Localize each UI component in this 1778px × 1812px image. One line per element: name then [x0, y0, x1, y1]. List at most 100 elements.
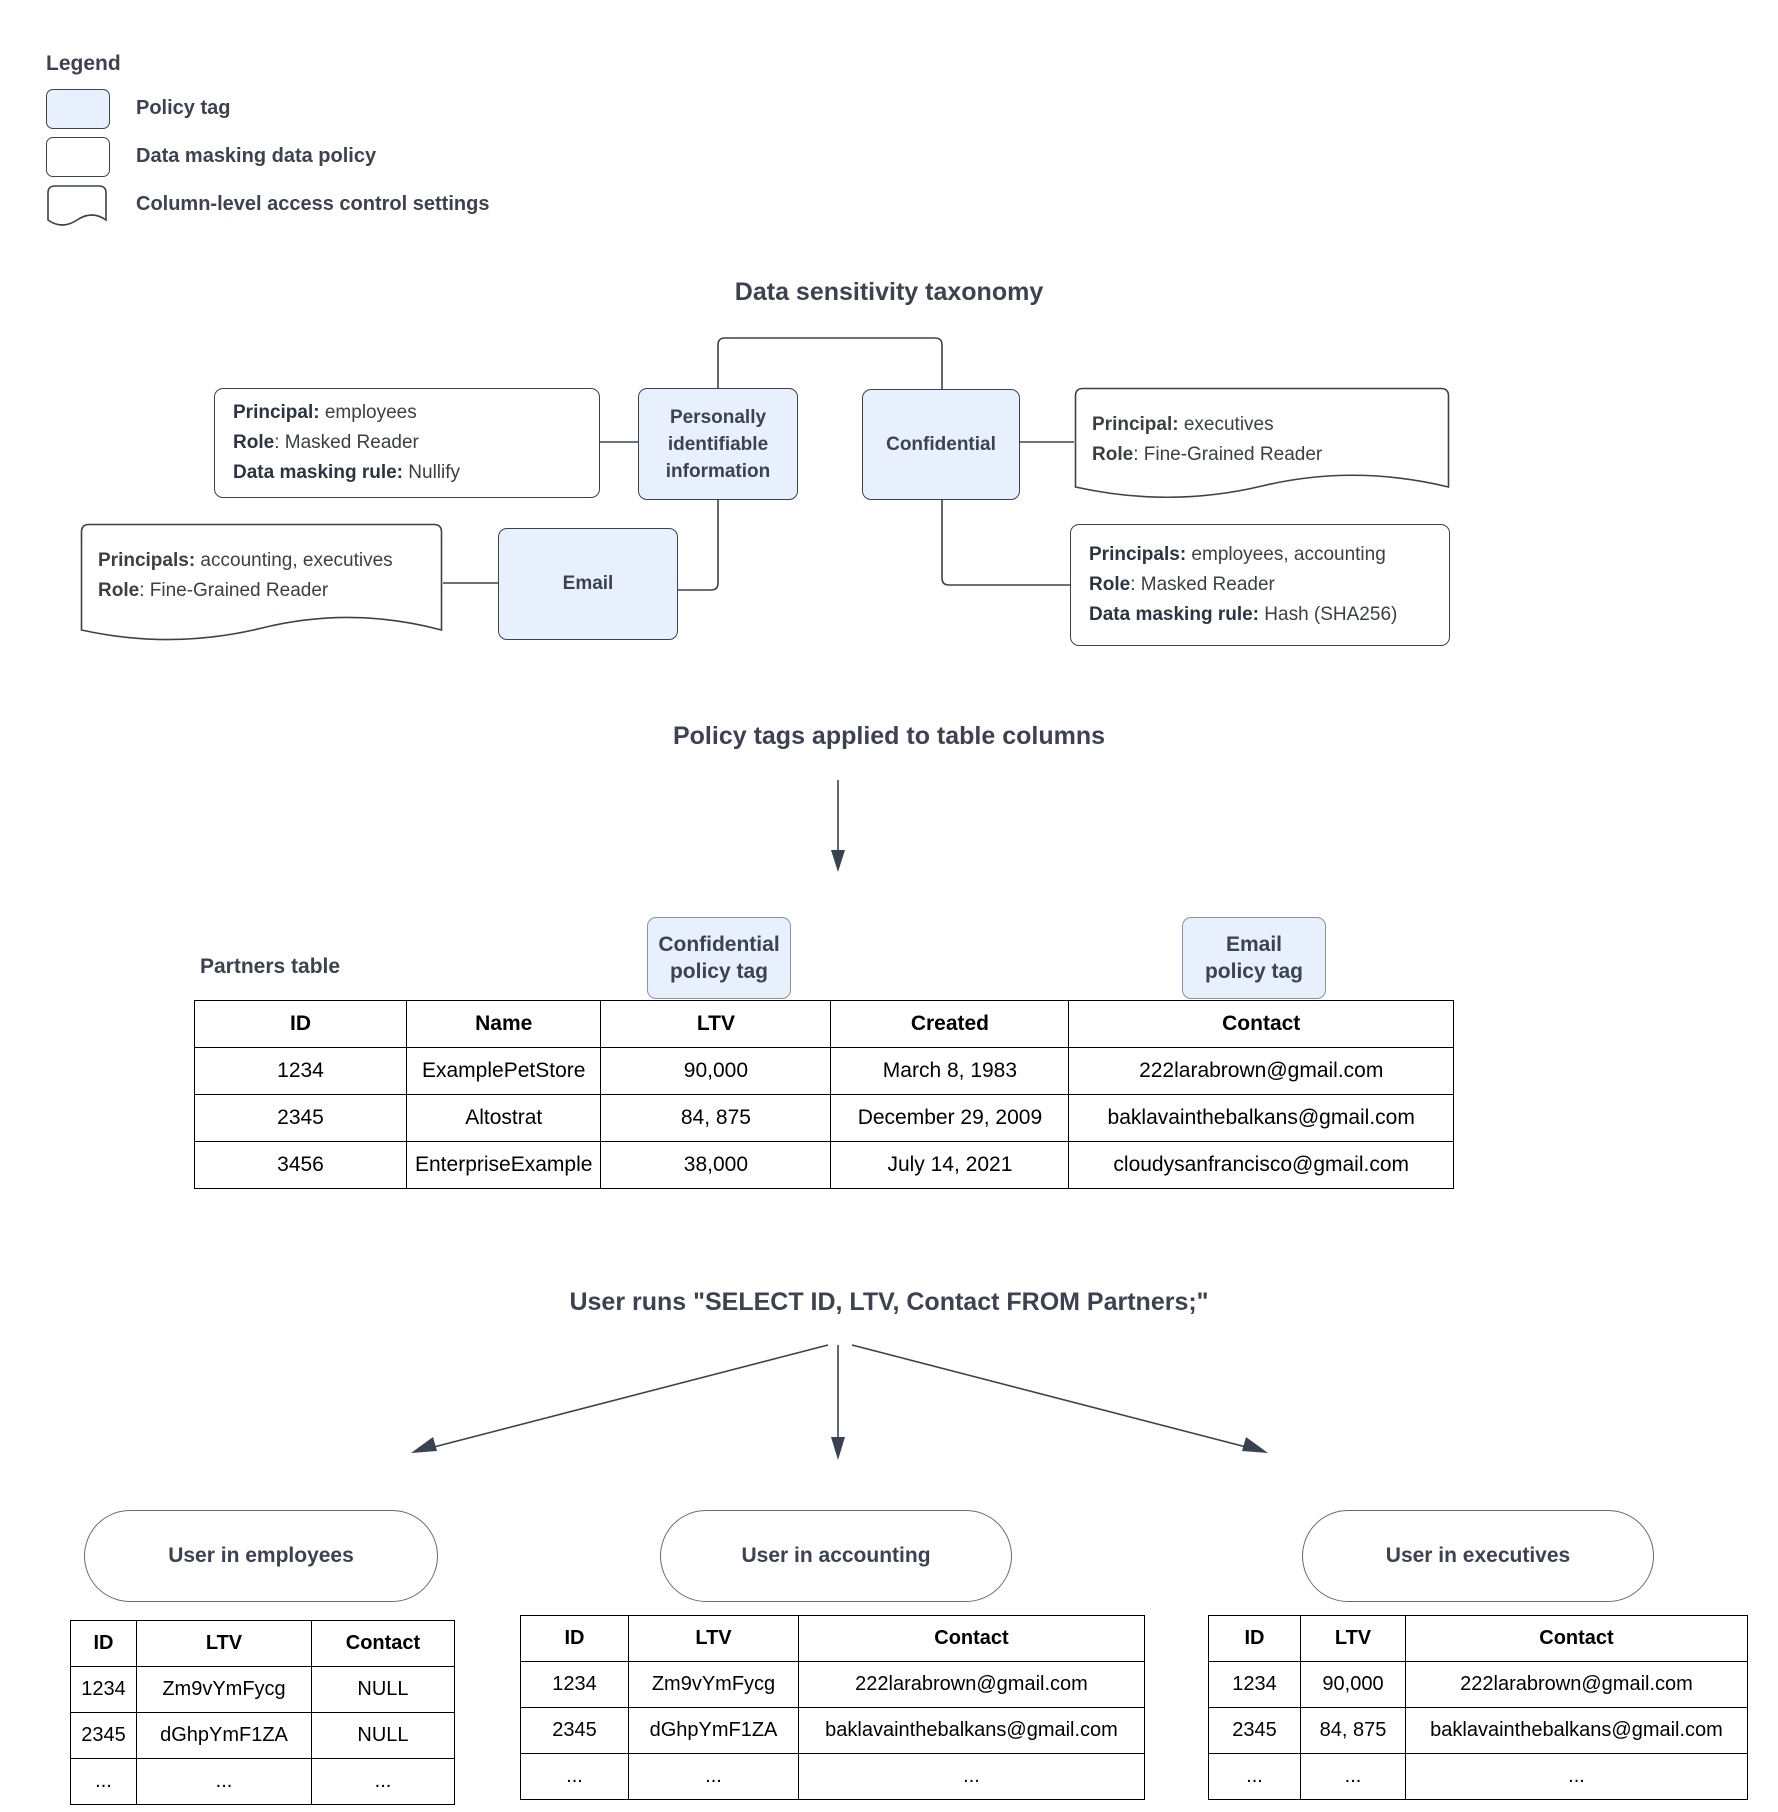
table-row: ... ... ... — [520, 1753, 1145, 1800]
arrowhead-left — [411, 1437, 437, 1453]
conf-role-value: : Fine-Grained Reader — [1133, 444, 1323, 465]
cell: 222larabrown@gmail.com — [1068, 1047, 1454, 1095]
col-header: LTV — [600, 1000, 832, 1048]
cell: dGhpYmF1ZA — [136, 1712, 312, 1759]
cell: EnterpriseExample — [405, 1141, 602, 1189]
email-principals-value: accounting, executives — [195, 550, 393, 571]
table-row: 1234 90,000 222larabrown@gmail.com — [1208, 1661, 1748, 1708]
data-masking-swatch — [46, 137, 110, 177]
confm-principals-value: employees, accounting — [1186, 544, 1386, 565]
col-header: ID — [520, 1615, 629, 1662]
policy-tag-email[interactable]: Email — [498, 528, 678, 640]
table-header-row: ID LTV Contact — [70, 1620, 455, 1667]
cell: 1234 — [1208, 1661, 1301, 1708]
table-row: 1234 Zm9vYmFycg 222larabrown@gmail.com — [520, 1661, 1145, 1708]
chip-email-policy-tag[interactable]: Email policy tag — [1182, 917, 1326, 999]
policy-tag-email-label: Email — [562, 573, 614, 594]
table-header-row: ID LTV Contact — [1208, 1615, 1748, 1662]
cell: 1234 — [520, 1661, 629, 1708]
confidential-data-masking-policy: Principals: employees, accounting Role: … — [1070, 524, 1450, 646]
cell: March 8, 1983 — [830, 1047, 1070, 1095]
legend-title: Legend — [46, 52, 121, 75]
confidential-access-text: Principal: executives Role: Fine-Grained… — [1074, 386, 1450, 470]
role-node-accounting: User in accounting — [660, 1510, 1012, 1602]
cell: 3456 — [194, 1141, 407, 1189]
cell: ... — [520, 1753, 629, 1800]
cell: ... — [628, 1753, 799, 1800]
cell: 90,000 — [600, 1047, 832, 1095]
role-node-executives: User in executives — [1302, 1510, 1654, 1602]
arrowhead-right — [1242, 1437, 1268, 1453]
chip-confidential-policy-tag[interactable]: Confidential policy tag — [647, 917, 791, 999]
role-label: User in accounting — [741, 1544, 931, 1567]
applied-title: Policy tags applied to table columns — [672, 722, 1106, 750]
col-header: Contact — [1405, 1615, 1748, 1662]
conf-principal-value: executives — [1178, 414, 1274, 435]
cell: 84, 875 — [600, 1094, 832, 1142]
cell: 90,000 — [1300, 1661, 1406, 1708]
table-row: ... ... ... — [1208, 1753, 1748, 1800]
email-role-value: : Fine-Grained Reader — [139, 580, 329, 601]
role-node-employees: User in employees — [84, 1510, 438, 1602]
table-row: 1234 Zm9vYmFycg NULL — [70, 1666, 455, 1713]
confidential-column-access-policy: Principal: executives Role: Fine-Grained… — [1074, 386, 1450, 502]
col-header: Contact — [798, 1615, 1145, 1662]
pii-role-value: : Masked Reader — [274, 432, 419, 453]
confm-rule-label: Data masking rule: — [1089, 604, 1259, 625]
chip-line1: Confidential — [658, 933, 780, 956]
cell: December 29, 2009 — [830, 1094, 1070, 1142]
email-principals-label: Principals: — [98, 550, 196, 571]
cell: ... — [798, 1753, 1145, 1800]
cell: Altostrat — [405, 1094, 602, 1142]
policy-tag-pii[interactable]: Personally identifiable information — [638, 388, 798, 500]
table-header-row: ID LTV Contact — [520, 1615, 1145, 1662]
col-header: ID — [1208, 1615, 1301, 1662]
table-row: 3456 EnterpriseExample 38,000 July 14, 2… — [194, 1141, 1454, 1189]
arrowhead-center — [831, 1437, 845, 1460]
cell: ... — [1300, 1753, 1406, 1800]
cell: 38,000 — [600, 1141, 832, 1189]
pii-rule-value: Nullify — [403, 462, 461, 483]
arrowhead-down-applied — [831, 850, 845, 872]
table-row: 1234 ExamplePetStore 90,000 March 8, 198… — [194, 1047, 1454, 1095]
cell: cloudysanfrancisco@gmail.com — [1068, 1141, 1454, 1189]
cell: 2345 — [1208, 1707, 1301, 1754]
table-row: 2345 Altostrat 84, 875 December 29, 2009… — [194, 1094, 1454, 1142]
table-header-row: ID Name LTV Created Contact — [194, 1000, 1454, 1048]
col-header: LTV — [136, 1620, 312, 1667]
conf-principal-label: Principal: — [1092, 414, 1179, 435]
cell: ... — [1208, 1753, 1301, 1800]
cell: 2345 — [520, 1707, 629, 1754]
confm-principals-label: Principals: — [1089, 544, 1187, 565]
policy-tag-confidential[interactable]: Confidential — [862, 389, 1020, 500]
cell: ExamplePetStore — [405, 1047, 602, 1095]
cell: 1234 — [70, 1666, 137, 1713]
cell: Zm9vYmFycg — [628, 1661, 799, 1708]
col-header: LTV — [1300, 1615, 1406, 1662]
policy-tag-swatch — [46, 89, 110, 129]
partners-table: ID Name LTV Created Contact 1234 Example… — [194, 1000, 1454, 1189]
cell: baklavainthebalkans@gmail.com — [798, 1707, 1145, 1754]
pii-data-masking-policy: Principal: employees Role: Masked Reader… — [214, 388, 600, 498]
pii-role-label: Role — [233, 432, 275, 453]
cell: 222larabrown@gmail.com — [798, 1661, 1145, 1708]
email-column-access-policy: Principals: accounting, executives Role:… — [80, 522, 443, 645]
cell: 1234 — [194, 1047, 407, 1095]
cell: Zm9vYmFycg — [136, 1666, 312, 1713]
legend-item-policy-tag: Policy tag — [46, 86, 666, 130]
pii-principal-label: Principal: — [233, 402, 320, 423]
partners-table-caption: Partners table — [200, 955, 341, 978]
query-title: User runs "SELECT ID, LTV, Contact FROM … — [569, 1288, 1209, 1316]
col-header: LTV — [628, 1615, 799, 1662]
cell: dGhpYmF1ZA — [628, 1707, 799, 1754]
table-row: 2345 84, 875 baklavainthebalkans@gmail.c… — [1208, 1707, 1748, 1754]
result-table-accounting: ID LTV Contact 1234 Zm9vYmFycg 222larabr… — [520, 1615, 1145, 1800]
cell: NULL — [311, 1712, 455, 1759]
cell: ... — [311, 1758, 455, 1805]
col-header: Created — [830, 1000, 1070, 1048]
col-header: Contact — [1068, 1000, 1454, 1048]
cell: 2345 — [194, 1094, 407, 1142]
table-row: 2345 dGhpYmF1ZA NULL — [70, 1712, 455, 1759]
taxonomy-title: Data sensitivity taxonomy — [734, 278, 1044, 306]
legend: Legend Policy tag Data masking data poli… — [46, 52, 666, 230]
